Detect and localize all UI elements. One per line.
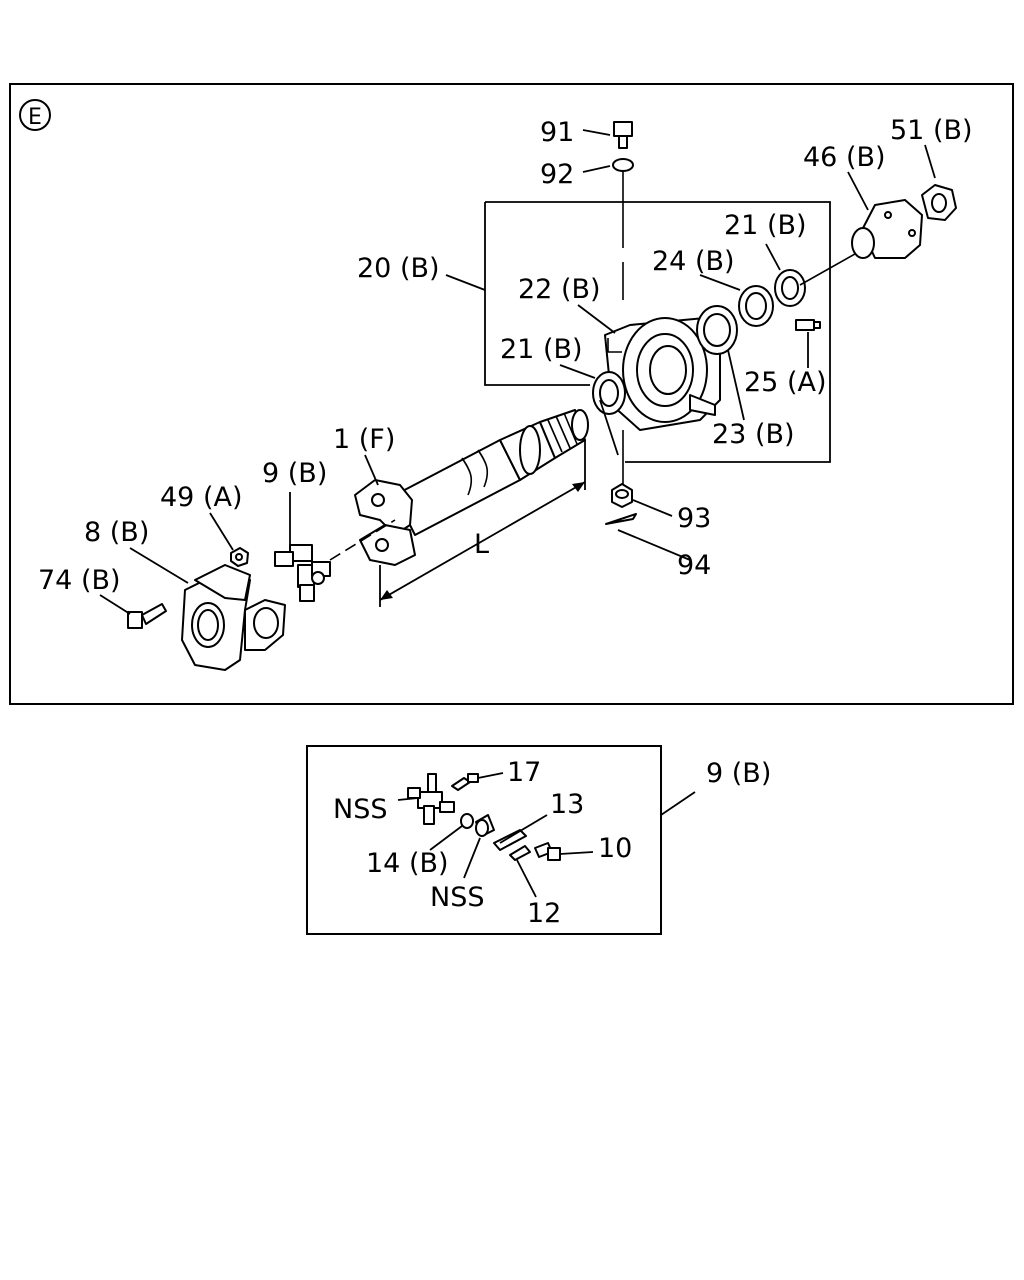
leader-lines-detail bbox=[397, 772, 696, 898]
shaft-centre-line bbox=[329, 519, 396, 561]
spider-cross-icon bbox=[407, 773, 455, 825]
seal-21b-top-icon bbox=[774, 269, 806, 307]
washer-92-icon bbox=[612, 158, 634, 172]
bearing-cup-icon bbox=[475, 814, 495, 837]
nut-93-icon bbox=[611, 483, 633, 508]
seal-21b-left-icon bbox=[592, 371, 626, 415]
dimension-L bbox=[379, 440, 586, 607]
bolt-10-icon bbox=[534, 842, 561, 861]
label-51b: 51 (B) bbox=[890, 115, 973, 146]
label-8b: 8 (B) bbox=[84, 517, 149, 548]
universal-joint-9b-icon bbox=[274, 544, 331, 602]
label-10: 10 bbox=[598, 833, 632, 864]
label-25a: 25 (A) bbox=[744, 367, 826, 398]
bolt-91-icon bbox=[613, 121, 633, 149]
label-21b-top: 21 (B) bbox=[724, 210, 807, 241]
label-20b: 20 (B) bbox=[357, 253, 440, 284]
label-92: 92 bbox=[540, 159, 574, 190]
label-dimension-L: L bbox=[474, 529, 489, 560]
propeller-shaft-1f bbox=[394, 409, 589, 536]
cotter-pin-94-icon bbox=[605, 513, 637, 525]
label-13: 13 bbox=[550, 789, 584, 820]
label-9b: 9 (B) bbox=[262, 458, 327, 489]
bolt-74b-icon bbox=[127, 603, 167, 629]
lock-plate-13-icon bbox=[493, 829, 527, 851]
plate-12-icon bbox=[509, 845, 531, 861]
ring-24b-icon bbox=[738, 285, 774, 327]
section-marker: E bbox=[19, 99, 51, 131]
leader-lines-main bbox=[99, 129, 936, 615]
yoke-1f-icon bbox=[354, 479, 416, 566]
assembly-box-20b-lower bbox=[484, 202, 590, 386]
label-74b: 74 (B) bbox=[38, 565, 121, 596]
assembly-box-20b bbox=[485, 201, 831, 463]
label-1f: 1 (F) bbox=[333, 424, 395, 455]
flange-axis bbox=[799, 249, 863, 286]
label-24b: 24 (B) bbox=[652, 246, 735, 277]
nut-51b-icon bbox=[921, 184, 957, 221]
seal-14b-icon bbox=[460, 813, 474, 829]
nut-49a-icon bbox=[230, 547, 249, 567]
label-94: 94 bbox=[677, 550, 711, 581]
main-panel-frame bbox=[9, 83, 1014, 705]
label-17: 17 bbox=[507, 757, 541, 788]
center-bearing-bracket-22b bbox=[604, 317, 721, 431]
detail-callout-9b: 9 (B) bbox=[706, 758, 771, 789]
label-49a: 49 (A) bbox=[160, 482, 242, 513]
label-21b-left: 21 (B) bbox=[500, 334, 583, 365]
label-14b: 14 (B) bbox=[366, 848, 449, 879]
companion-flange-46b-icon bbox=[851, 199, 923, 259]
label-93: 93 bbox=[677, 503, 711, 534]
label-46b: 46 (B) bbox=[803, 142, 886, 173]
label-91: 91 bbox=[540, 117, 574, 148]
label-nss-top: NSS bbox=[333, 794, 387, 825]
grease-nipple-25a-icon bbox=[795, 319, 821, 331]
label-nss-bottom: NSS bbox=[430, 882, 484, 913]
detail-panel-frame bbox=[306, 745, 662, 935]
label-12: 12 bbox=[527, 898, 561, 929]
flange-yoke-8b-icon bbox=[181, 564, 286, 671]
section-marker-letter: E bbox=[28, 105, 42, 130]
label-22b: 22 (B) bbox=[518, 274, 601, 305]
grease-nipple-17-icon bbox=[451, 773, 479, 791]
label-23b: 23 (B) bbox=[712, 419, 795, 450]
bearing-23b-icon bbox=[696, 305, 738, 355]
